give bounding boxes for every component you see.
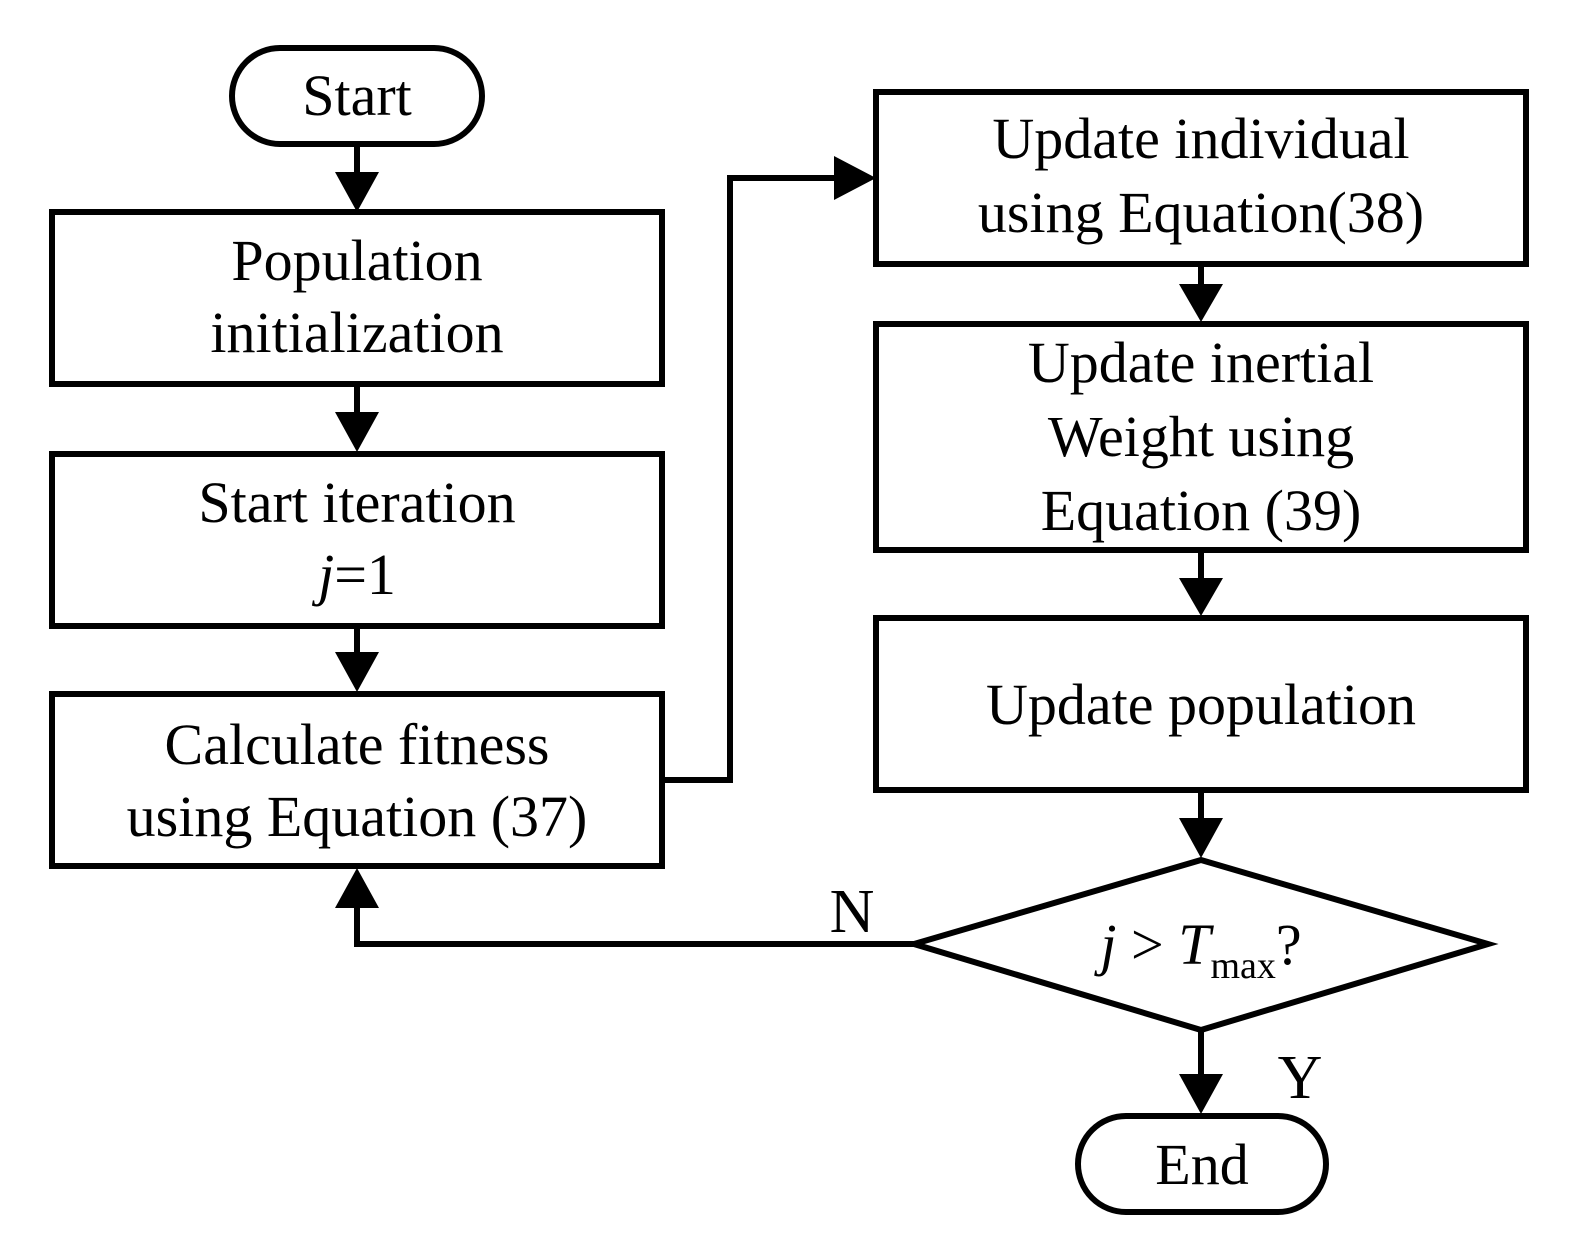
population-init-line2: initialization [210,300,503,365]
decision-question: ? [1276,912,1302,977]
decision-subscript: max [1210,945,1275,987]
update-inertial-box: Update inertial Weight using Equation (3… [873,321,1529,553]
end-terminal: End [1075,1113,1329,1215]
decision-T: T [1178,912,1214,977]
no-label: N [830,878,875,946]
population-init-box: Population initialization [49,209,665,387]
update-individual-line1: Update individual [992,106,1409,171]
arrow-no-to-fitness: N [335,868,914,947]
arrow-population-to-iteration [335,384,379,452]
start-terminal: Start [229,45,485,147]
calculate-fitness-line1: Calculate fitness [165,712,550,777]
update-population-label: Update population [986,672,1416,737]
start-label: Start [302,63,412,128]
update-individual-line2: using Equation(38) [978,180,1424,245]
update-inertial-line2: Weight using [1048,404,1354,469]
update-inertial-line3: Equation (39) [1041,478,1362,543]
update-individual-box: Update individual using Equation(38) [873,89,1529,267]
arrow-population-to-decision [1179,790,1223,858]
start-iteration-box: Start iteration j=1 [49,451,665,629]
calculate-fitness-line2: using Equation (37) [127,784,588,849]
population-init-line1: Population [231,228,482,293]
arrow-inertial-to-population [1179,550,1223,616]
start-iteration-line2: j=1 [311,542,396,607]
iteration-equals: =1 [334,542,396,607]
start-iteration-line1: Start iteration [198,470,515,535]
update-inertial-line1: Update inertial [1028,330,1374,395]
arrow-iteration-to-fitness [335,626,379,692]
decision-operator: > [1116,912,1178,977]
yes-label: Y [1278,1044,1323,1112]
arrow-fitness-to-update-individual [662,156,876,783]
decision-diamond: j > Tmax? [903,856,1499,1034]
arrow-yes-to-end: Y [1179,1030,1322,1114]
decision-condition: j > Tmax? [1093,912,1301,987]
arrow-individual-to-inertial [1179,264,1223,322]
end-label: End [1155,1132,1248,1197]
update-population-box: Update population [873,615,1529,793]
calculate-fitness-box: Calculate fitness using Equation (37) [49,691,665,869]
arrow-start-to-population [335,144,379,212]
